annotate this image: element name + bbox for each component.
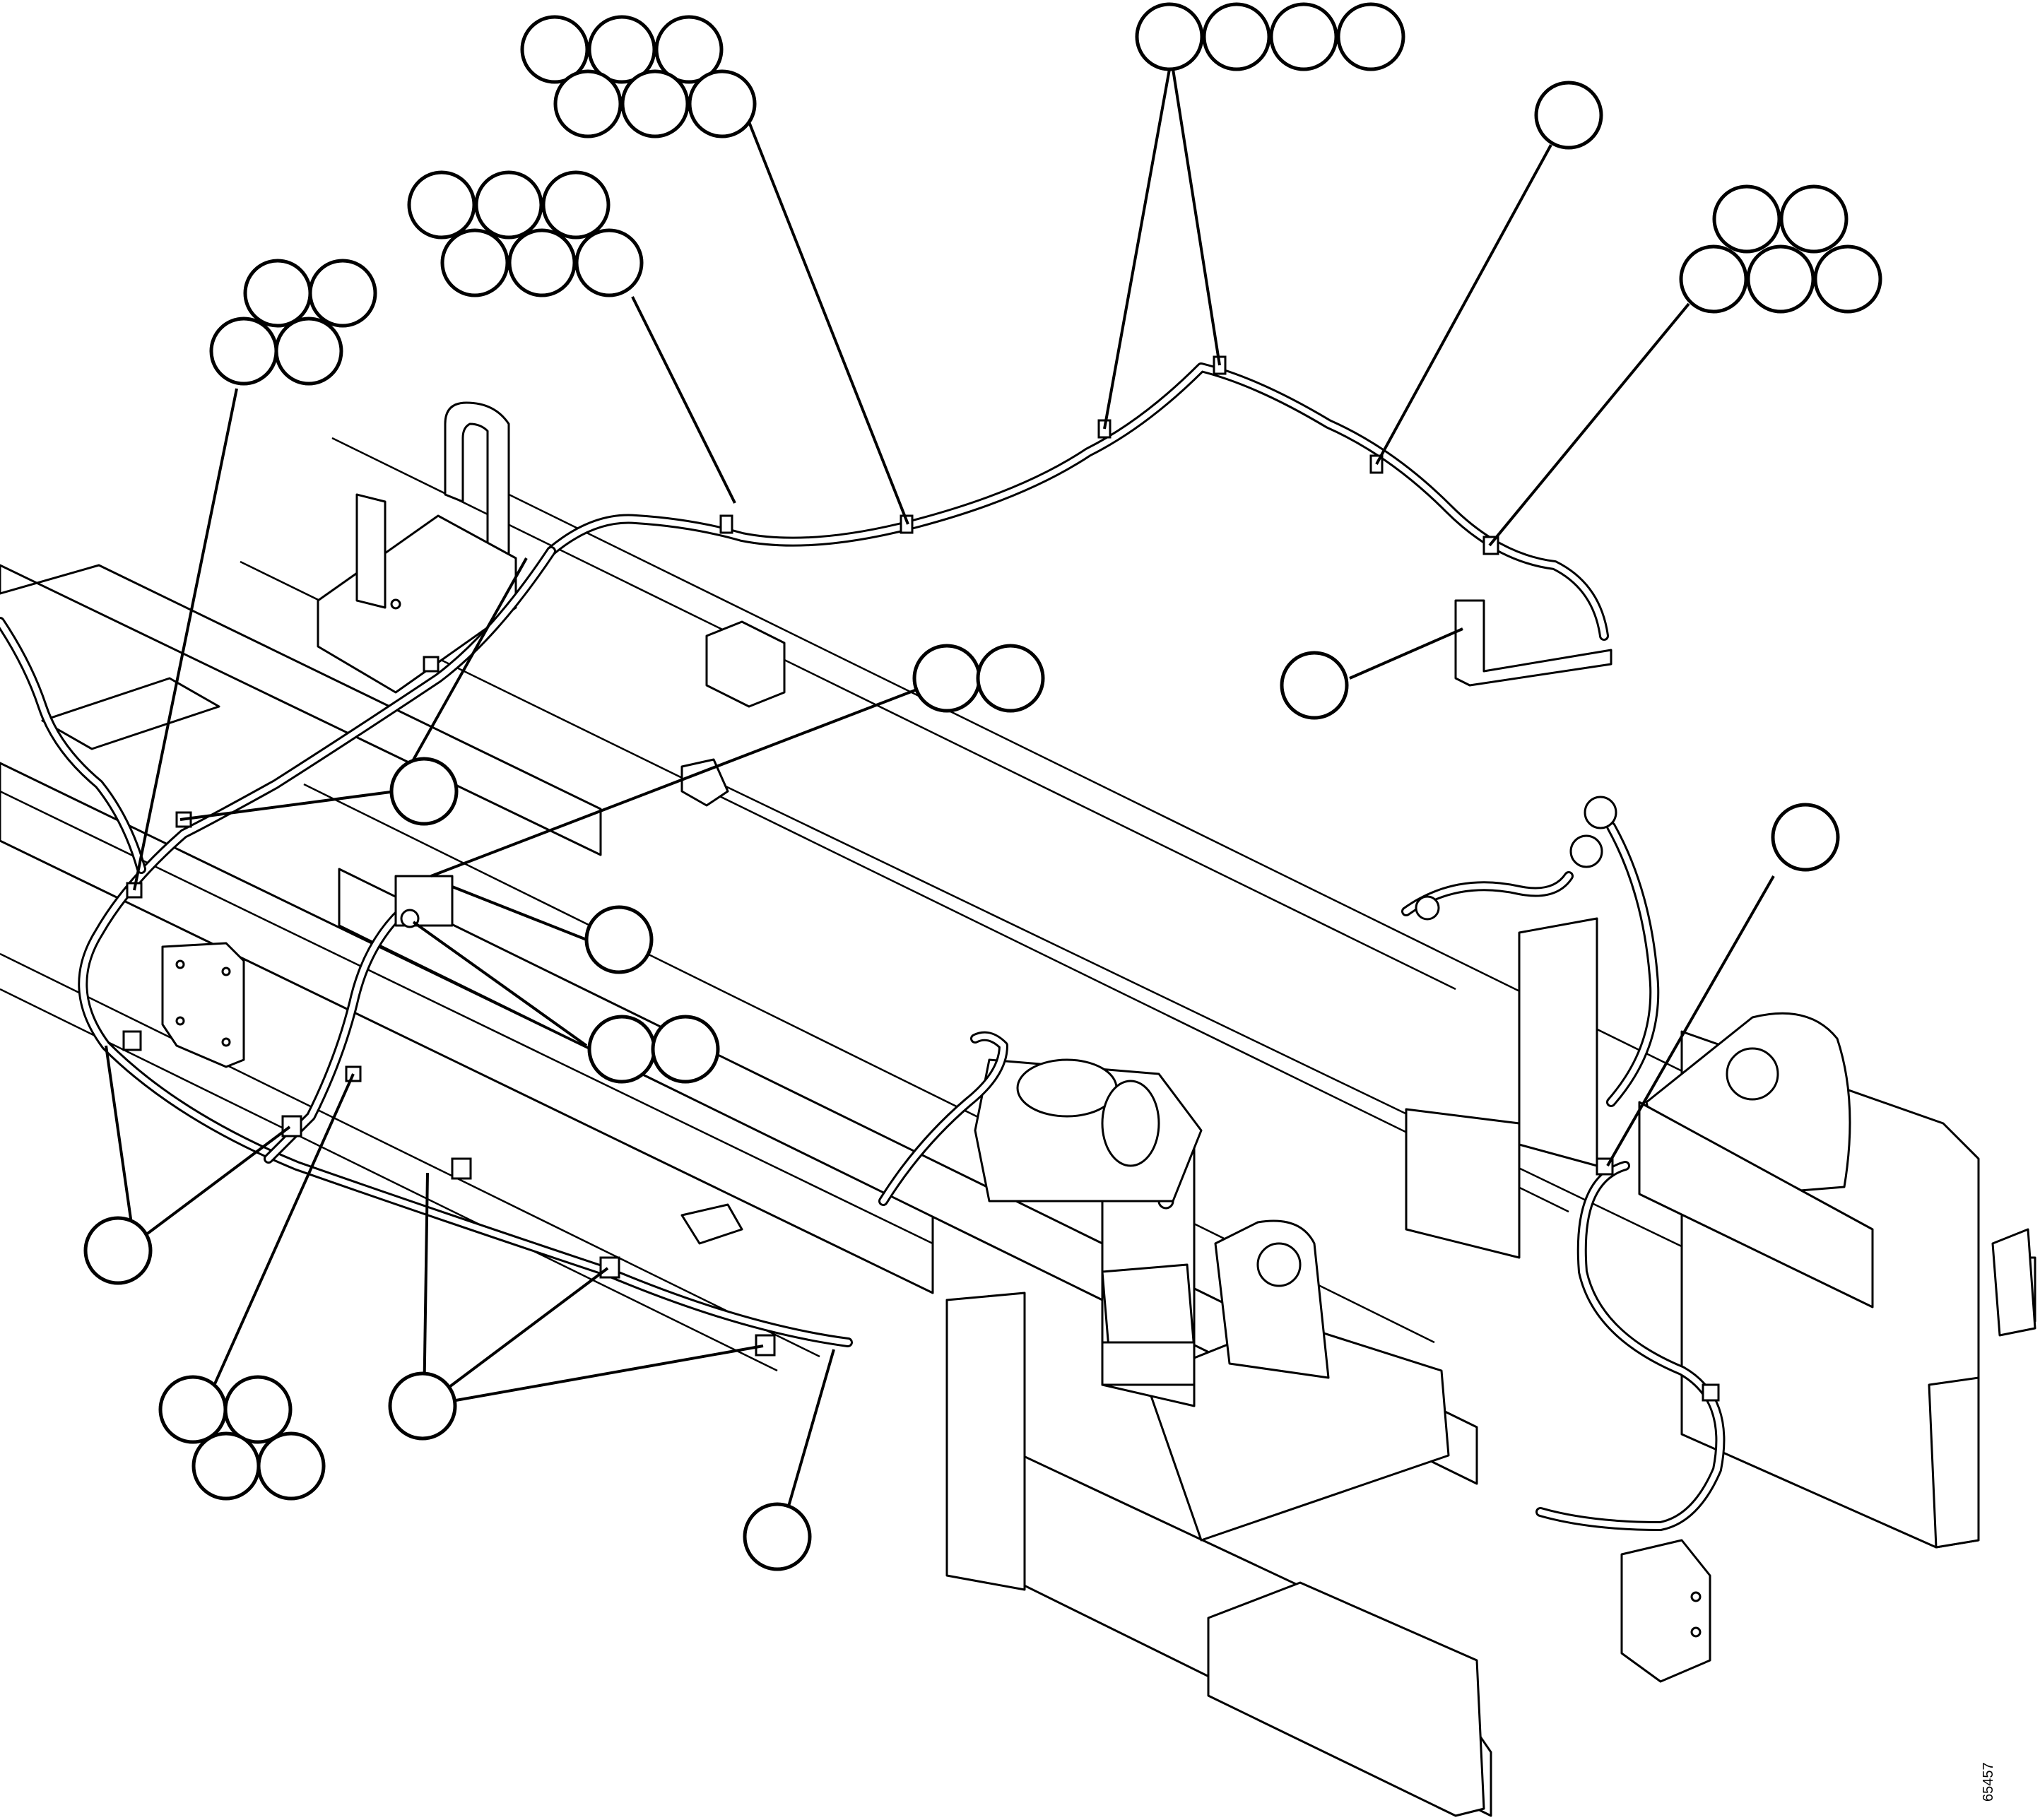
right-rail-cap <box>1928 1376 1980 1549</box>
callout-group-g13 <box>83 1216 153 1285</box>
connector-plug-b <box>1569 834 1603 868</box>
callout-balloon <box>191 1431 261 1501</box>
callout-balloon <box>541 170 611 240</box>
callout-balloon <box>688 69 757 138</box>
callout-group-g8 <box>389 757 459 826</box>
callout-balloon <box>1202 2 1271 71</box>
callout-balloon <box>1534 81 1603 150</box>
callout-balloon <box>1135 2 1204 71</box>
callout-balloon <box>407 170 476 240</box>
callout-group-g7 <box>1280 651 1349 720</box>
callout-group-g6 <box>209 259 377 386</box>
callout-balloon <box>257 1431 326 1501</box>
callout-balloon <box>1771 803 1840 872</box>
callout-balloon <box>651 1015 720 1084</box>
right-bracket-plate <box>1620 1539 1711 1683</box>
rear-plate <box>41 677 220 750</box>
right-upright <box>1518 917 1598 1167</box>
front-post <box>945 1292 1026 1591</box>
callout-group-g15 <box>388 1371 457 1441</box>
harness-main <box>546 362 1609 641</box>
callout-balloon <box>389 757 459 826</box>
callout-balloon <box>274 317 343 386</box>
callout-balloon <box>584 905 654 974</box>
callout-balloon <box>308 259 377 328</box>
callout-balloon <box>388 1371 457 1441</box>
tab-lower <box>680 1203 743 1245</box>
callout-balloon <box>553 69 623 138</box>
callout-balloon <box>574 228 644 297</box>
callout-balloon <box>1813 244 1882 314</box>
callout-balloon <box>587 15 656 84</box>
callout-balloon <box>83 1216 153 1285</box>
left-side-rail <box>0 762 934 1294</box>
callout-balloon <box>440 228 509 297</box>
callout-balloon <box>209 317 278 386</box>
callout-balloon <box>620 69 690 138</box>
leader-lines <box>105 69 1775 1534</box>
callout-balloon <box>1679 244 1748 314</box>
callout-balloon <box>1746 244 1815 314</box>
right-bracket <box>1454 599 1612 687</box>
figure-number: 65457 <box>1981 1762 1996 1802</box>
upper-mount-block <box>317 514 517 694</box>
callout-balloon <box>1712 184 1781 254</box>
callout-balloon <box>520 15 589 84</box>
callout-balloon <box>1779 184 1849 254</box>
callout-balloon <box>976 644 1045 713</box>
callout-group-g3 <box>1135 2 1405 71</box>
callout-balloon <box>474 170 543 240</box>
right-sill <box>1638 1101 1874 1308</box>
connector-housing <box>1991 1228 2036 1337</box>
callout-balloon <box>223 1375 293 1444</box>
inspection-plate <box>161 942 245 1068</box>
callout-balloon <box>743 1502 812 1571</box>
upper-bracket <box>705 620 786 708</box>
callout-group-g5 <box>1679 184 1882 314</box>
callout-group-g4 <box>1534 81 1603 150</box>
callout-group-g12 <box>1771 803 1840 872</box>
callout-group-g9 <box>912 644 1045 713</box>
mount-post <box>355 493 387 609</box>
connector-plug-c <box>1415 895 1440 921</box>
connector-plug-a <box>1584 796 1617 829</box>
callout-balloon <box>507 228 577 297</box>
callout-balloon <box>1280 651 1349 720</box>
callout-group-g2 <box>407 170 644 297</box>
clip-1 <box>719 514 733 534</box>
front-bumper-box <box>1207 1581 1485 1817</box>
callout-balloon <box>912 644 981 713</box>
callout-balloon <box>1336 2 1405 71</box>
tab-upper <box>680 758 729 807</box>
callout-balloon <box>1269 2 1338 71</box>
callout-group-g1 <box>520 15 757 138</box>
callout-group-g10 <box>584 905 654 974</box>
callout-group-g14 <box>158 1375 326 1501</box>
callout-group-g16 <box>743 1502 812 1571</box>
callout-group-g11 <box>587 1015 720 1084</box>
callout-balloon <box>158 1375 228 1444</box>
callout-balloon <box>587 1015 656 1084</box>
callout-balloon <box>654 15 724 84</box>
callout-balloon <box>243 259 312 328</box>
pump-motor-assembly <box>974 1058 1203 1386</box>
right-mount-plate <box>1405 1108 1521 1259</box>
